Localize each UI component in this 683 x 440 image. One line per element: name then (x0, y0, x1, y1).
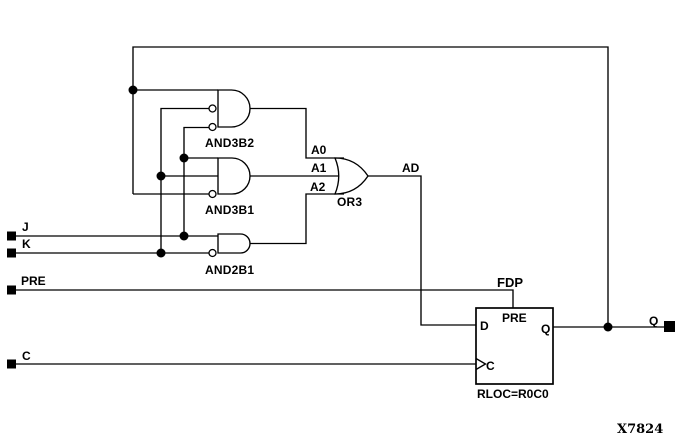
terminal-pre-icon (7, 285, 16, 295)
input-label-j: J (22, 220, 29, 234)
and3b2-bubble-bottom-icon (208, 122, 217, 132)
terminal-j-icon (7, 231, 16, 241)
junction-j-and3b1 (179, 153, 189, 163)
fdp-flipflop-box (475, 307, 554, 385)
and2b1-bubble-bottom-icon (208, 248, 217, 258)
input-label-pre: PRE (21, 274, 46, 288)
flipflop-pin-q: Q (541, 322, 550, 336)
gate-label-and3b2: AND3B2 (205, 136, 254, 150)
junction-k-wire (156, 248, 166, 258)
net-label-a0: A0 (311, 143, 327, 157)
clock-triangle-icon (475, 357, 487, 371)
output-label-q: Q (649, 314, 658, 328)
junction-k-and3b1 (156, 171, 166, 181)
and3b2-bubble-mid-icon (208, 104, 217, 113)
and2b1-gate (217, 233, 251, 254)
terminal-c-icon (7, 359, 16, 369)
junction-q-feedback (603, 322, 613, 332)
terminal-q-icon (664, 321, 675, 332)
wire-k-branch-and3b2 (160, 107, 209, 253)
and3b1-gate (217, 157, 251, 195)
flipflop-rloc-label: RLOC=R0C0 (477, 387, 549, 401)
labels: J K PRE C AND3B2 AND3B1 AND2B1 OR3 A0 A1… (21, 136, 663, 437)
junction-dots (128, 85, 613, 332)
and3b1-bubble-bottom-icon (208, 189, 217, 199)
wire-net-a2 (250, 193, 344, 245)
gate-label-or3: OR3 (337, 195, 362, 209)
gate-label-and3b1: AND3B1 (205, 203, 254, 217)
net-label-a1: A1 (311, 161, 327, 175)
wire-net-a0 (250, 107, 344, 159)
or3-gate (333, 157, 369, 195)
flipflop-pin-c: C (486, 359, 495, 373)
net-label-ad: AD (402, 161, 420, 175)
wires (16, 46, 664, 365)
wire-j-branch-and3b2 (183, 126, 209, 236)
flipflop-pin-d: D (480, 319, 489, 333)
junction-j-wire (179, 231, 189, 241)
wire-q-feedback (132, 46, 609, 327)
input-label-c: C (22, 349, 31, 363)
figure-id: X7824 (617, 422, 663, 437)
wire-net-ad (368, 175, 476, 326)
input-label-k: K (22, 237, 31, 251)
net-label-a2: A2 (310, 180, 326, 194)
flipflop-pin-pre: PRE (502, 311, 527, 325)
terminal-k-icon (7, 248, 16, 258)
gate-shapes (208, 89, 554, 385)
flipflop-type-label: FDP (497, 275, 523, 290)
terminals (7, 231, 675, 369)
and3b2-gate (217, 89, 251, 128)
junction-feedback-top (128, 85, 138, 95)
wire-pre-input (16, 289, 514, 308)
gate-label-and2b1: AND2B1 (205, 263, 254, 277)
